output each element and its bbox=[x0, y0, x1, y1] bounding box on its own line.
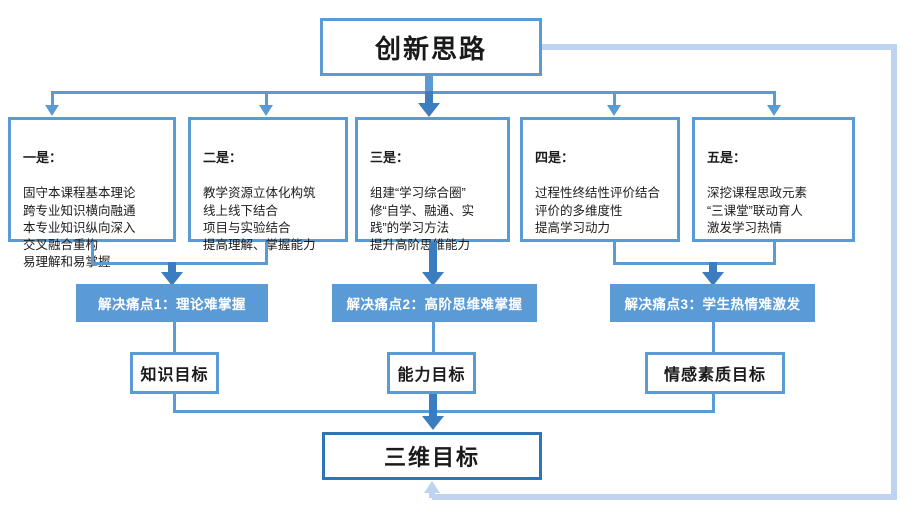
item-box-4-body: 过程性终结性评价结合 评价的多维度性 提高学习动力 bbox=[535, 186, 661, 235]
goal-box-ability[interactable]: 能力目标 bbox=[387, 352, 476, 394]
item-box-5-body: 深挖课程思政元素 “三课堂”联动育人 激发学习热情 bbox=[707, 186, 808, 235]
feedback-loop-riser-segment bbox=[429, 492, 435, 498]
merge-stem-item-2-down bbox=[265, 242, 268, 264]
item-box-3-body: 组建“学习综合圈” 修“自学、融通、实 践”的学习方法 提升高阶思维能力 bbox=[370, 186, 475, 253]
item-box-3-heading: 三是： bbox=[370, 150, 410, 166]
pain-point-banner-2-label: 解决痛点2：高阶思维难掌握 bbox=[346, 297, 523, 312]
item-box-1[interactable]: 一是： 固守本课程基本理论 跨专业知识横向融通 本专业知识纵向深入 交叉融合重构… bbox=[8, 117, 176, 269]
converge-bar bbox=[173, 410, 715, 413]
final-arrowhead-icon bbox=[422, 416, 444, 430]
item-box-2-text: 二是： 教学资源立体化构筑 线上线下结合 项目与实验结合 提高理解、掌握能力 bbox=[203, 132, 316, 254]
drop-arrowhead-item-3-icon bbox=[607, 105, 621, 116]
item-box-4[interactable]: 四是： 过程性终结性评价结合 评价的多维度性 提高学习动力 bbox=[520, 117, 680, 242]
item-box-1-text: 一是： 固守本课程基本理论 跨专业知识横向融通 本专业知识纵向深入 交叉融合重构… bbox=[23, 132, 136, 272]
banner-1-stem bbox=[168, 262, 176, 274]
banner-2-stem bbox=[429, 242, 437, 274]
feedback-loop-top-segment bbox=[541, 44, 897, 50]
drop-arrowhead-item-0-icon bbox=[45, 105, 59, 116]
item-box-4-heading: 四是： bbox=[535, 150, 575, 166]
goal-2-stem bbox=[432, 322, 435, 352]
converge-stem-goal-3 bbox=[712, 394, 715, 412]
root-stem-connector bbox=[425, 76, 433, 94]
drop-stem-item-3 bbox=[613, 91, 616, 111]
root-node-label: 创新思路 bbox=[374, 33, 487, 64]
merge-bar-group-a bbox=[91, 262, 268, 265]
drop-stem-item-1 bbox=[265, 91, 268, 111]
pain-point-banner-2[interactable]: 解决痛点2：高阶思维难掌握 bbox=[332, 284, 537, 322]
goal-box-knowledge-label: 知识目标 bbox=[140, 367, 209, 384]
goal-box-emotional-quality-label: 情感素质目标 bbox=[663, 367, 766, 384]
item-box-1-body: 固守本课程基本理论 跨专业知识横向融通 本专业知识纵向深入 交叉融合重构 易理解… bbox=[23, 186, 136, 270]
merge-stem-item-1-down bbox=[91, 242, 94, 264]
distribution-bar-connector bbox=[52, 91, 776, 94]
drop-arrowhead-item-2-icon bbox=[418, 103, 440, 117]
pain-point-banner-1[interactable]: 解决痛点1：理论难掌握 bbox=[76, 284, 268, 322]
item-box-3[interactable]: 三是： 组建“学习综合圈” 修“自学、融通、实 践”的学习方法 提升高阶思维能力 bbox=[355, 117, 510, 252]
drop-arrowhead-item-4-icon bbox=[767, 105, 781, 116]
root-node-innovation-approach[interactable]: 创新思路 bbox=[320, 18, 542, 76]
drop-stem-item-0 bbox=[51, 91, 54, 111]
goal-1-stem bbox=[173, 322, 176, 352]
item-box-5-heading: 五是： bbox=[707, 150, 747, 166]
banner-2-arrowhead-icon bbox=[422, 272, 444, 286]
item-box-2[interactable]: 二是： 教学资源立体化构筑 线上线下结合 项目与实验结合 提高理解、掌握能力 bbox=[188, 117, 348, 252]
final-stem bbox=[429, 394, 437, 418]
goal-box-knowledge[interactable]: 知识目标 bbox=[130, 352, 219, 394]
item-box-3-text: 三是： 组建“学习综合圈” 修“自学、融通、实 践”的学习方法 提升高阶思维能力 bbox=[370, 132, 474, 254]
feedback-loop-bottom-segment bbox=[432, 494, 897, 500]
item-box-2-heading: 二是： bbox=[203, 150, 243, 166]
feedback-loop-right-segment bbox=[891, 44, 897, 500]
item-box-5[interactable]: 五是： 深挖课程思政元素 “三课堂”联动育人 激发学习热情 bbox=[692, 117, 855, 242]
banner-1-arrowhead-icon bbox=[161, 272, 183, 286]
pain-point-banner-3[interactable]: 解决痛点3：学生热情难激发 bbox=[610, 284, 815, 322]
merge-stem-item-4-down bbox=[613, 242, 616, 264]
drop-stem-item-4 bbox=[773, 91, 776, 111]
drop-stem-item-2 bbox=[425, 91, 433, 111]
final-node-label: 三维目标 bbox=[383, 445, 480, 470]
pain-point-banner-3-label: 解决痛点3：学生热情难激发 bbox=[624, 297, 801, 312]
pain-point-banner-1-label: 解决痛点1：理论难掌握 bbox=[97, 297, 246, 312]
merge-bar-group-c bbox=[613, 262, 776, 265]
item-box-2-body: 教学资源立体化构筑 线上线下结合 项目与实验结合 提高理解、掌握能力 bbox=[203, 186, 316, 253]
converge-stem-goal-1 bbox=[173, 394, 176, 412]
item-box-4-text: 四是： 过程性终结性评价结合 评价的多维度性 提高学习动力 bbox=[535, 132, 660, 237]
item-box-5-text: 五是： 深挖课程思政元素 “三课堂”联动育人 激发学习热情 bbox=[707, 132, 807, 237]
goal-box-ability-label: 能力目标 bbox=[397, 367, 466, 384]
drop-arrowhead-item-1-icon bbox=[259, 105, 273, 116]
item-box-1-heading: 一是： bbox=[23, 150, 63, 166]
goal-box-emotional-quality[interactable]: 情感素质目标 bbox=[645, 352, 785, 394]
banner-3-stem bbox=[709, 262, 717, 274]
banner-3-arrowhead-icon bbox=[702, 272, 724, 286]
merge-stem-item-5-down bbox=[773, 242, 776, 264]
goal-3-stem bbox=[712, 322, 715, 352]
final-node-three-dimensional-goals[interactable]: 三维目标 bbox=[322, 432, 542, 480]
feedback-loop-arrowhead-icon bbox=[424, 481, 440, 493]
